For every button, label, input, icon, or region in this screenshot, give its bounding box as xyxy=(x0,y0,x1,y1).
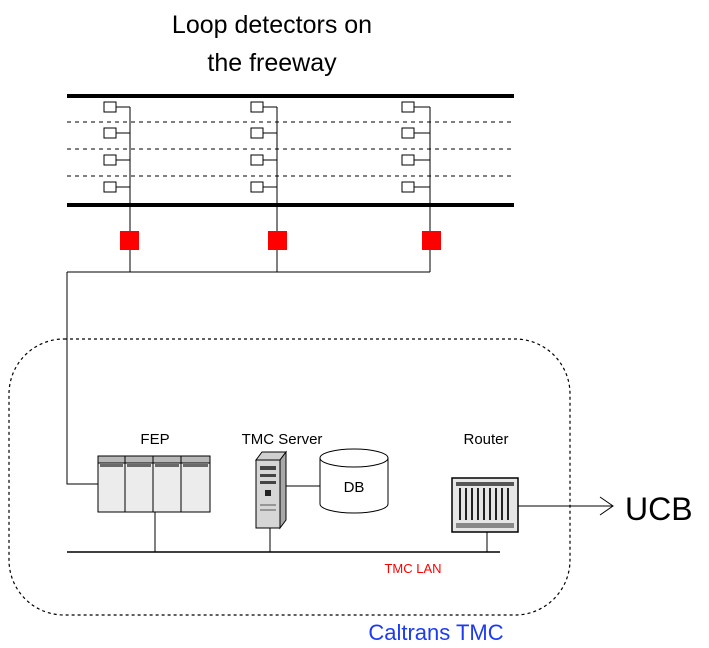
router-label: Router xyxy=(463,431,508,448)
loop-detector-group-3 xyxy=(401,101,431,240)
loop-detector xyxy=(250,127,264,139)
loop-detector xyxy=(103,181,117,193)
detector-wiring xyxy=(116,106,131,240)
loop-detector xyxy=(401,154,415,166)
detector-wiring xyxy=(263,106,278,240)
detector-wiring xyxy=(414,106,431,240)
loop-detector-group-1 xyxy=(103,101,131,240)
router xyxy=(451,477,519,533)
tmc-server-label: TMC Server xyxy=(242,431,323,448)
caltrans-tmc-boundary xyxy=(8,338,571,616)
loop-detector-group-2 xyxy=(250,101,278,240)
detector-station-controller xyxy=(422,231,441,250)
title-line-2: the freeway xyxy=(207,49,337,77)
loop-detector xyxy=(250,154,264,166)
tmc-server xyxy=(255,450,287,530)
fep-unit xyxy=(97,455,211,513)
freeway xyxy=(67,94,514,207)
ucb-label: UCB xyxy=(625,491,693,527)
database-cylinder xyxy=(319,448,389,514)
lan-drops xyxy=(154,512,488,552)
title-line-1: Loop detectors on xyxy=(172,11,372,39)
loop-detector xyxy=(103,101,117,113)
loop-detector xyxy=(401,181,415,193)
arrow-head-icon xyxy=(599,496,614,516)
loop-detector xyxy=(250,101,264,113)
loop-detector xyxy=(250,181,264,193)
detector-station-controller xyxy=(120,231,139,250)
fep-label: FEP xyxy=(140,431,169,448)
detector-station-controller xyxy=(268,231,287,250)
tmc-lan-label: TMC LAN xyxy=(384,561,441,576)
loop-detector xyxy=(401,127,415,139)
loop-detector xyxy=(103,127,117,139)
loop-detector xyxy=(401,101,415,113)
db-label: DB xyxy=(344,479,365,496)
station-drop-lines xyxy=(66,240,431,485)
caltrans-tmc-label: Caltrans TMC xyxy=(368,620,503,645)
loop-detector xyxy=(103,154,117,166)
